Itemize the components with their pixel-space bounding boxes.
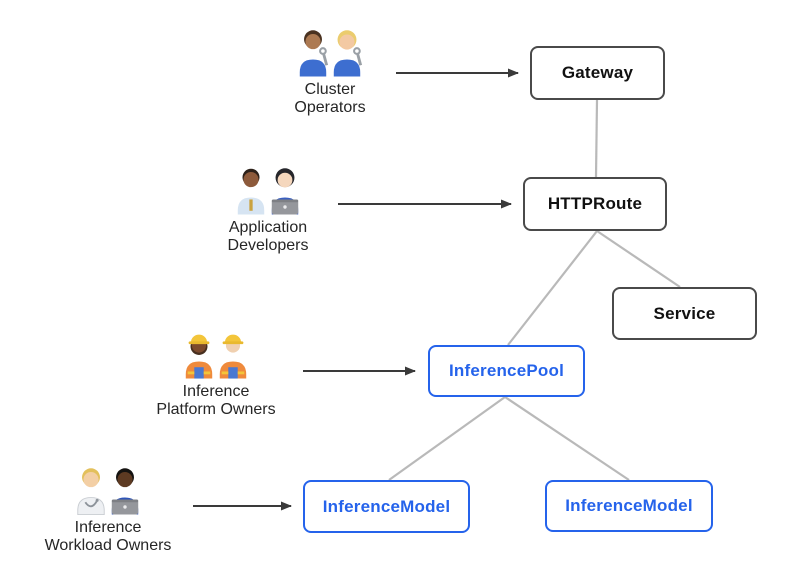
health-worker (77, 468, 105, 516)
mechanic-woman (333, 30, 363, 77)
actor-cluster-operators: Cluster Operators (245, 26, 415, 118)
node-gateway: Gateway (530, 46, 665, 100)
technologist-man (111, 468, 139, 515)
edge-httproute-service (596, 230, 681, 288)
edge-httproute-inferencepool (507, 230, 598, 346)
health-worker-technologist-icon (77, 468, 139, 516)
node-inferencemodel-right-label: InferenceModel (565, 496, 693, 515)
node-service-label: Service (653, 303, 716, 323)
actor-inference-workload-owners-label: Inference Workload Owners (44, 519, 172, 555)
actor-cluster-operators-label: Cluster Operators (294, 81, 366, 117)
actor-application-developers-label: Application Developers (227, 219, 309, 255)
technologist-woman (271, 168, 299, 215)
actor-inference-workload-owners: Inference Workload Owners (23, 464, 193, 556)
edge-inferencepool-inferencemodel-left (388, 396, 506, 481)
construction-workers-icon (185, 334, 247, 379)
mechanic-man (299, 30, 329, 77)
office-worker (237, 168, 265, 215)
edge-gateway-httproute (594, 99, 599, 178)
node-service: Service (612, 287, 757, 340)
node-gateway-label: Gateway (561, 63, 634, 82)
node-httproute-label: HTTPRoute (547, 194, 643, 213)
node-inferencemodel-right: InferenceModel (545, 480, 713, 532)
developers-icon (237, 168, 299, 215)
actor-inference-platform-owners: Inference Platform Owners (131, 328, 301, 420)
node-httproute: HTTPRoute (523, 177, 667, 231)
node-inferencemodel-left: InferenceModel (303, 480, 470, 533)
construction-worker-man (219, 334, 247, 379)
construction-worker-woman (185, 334, 213, 379)
actor-inference-platform-owners-label: Inference Platform Owners (156, 383, 276, 419)
edge-inferencepool-inferencemodel-right (504, 396, 630, 481)
node-inferencemodel-left-label: InferenceModel (322, 496, 451, 516)
node-inferencepool-label: InferencePool (448, 361, 565, 380)
node-inferencepool: InferencePool (428, 345, 585, 397)
mechanics-icon (299, 30, 363, 77)
actor-application-developers: Application Developers (183, 164, 353, 256)
